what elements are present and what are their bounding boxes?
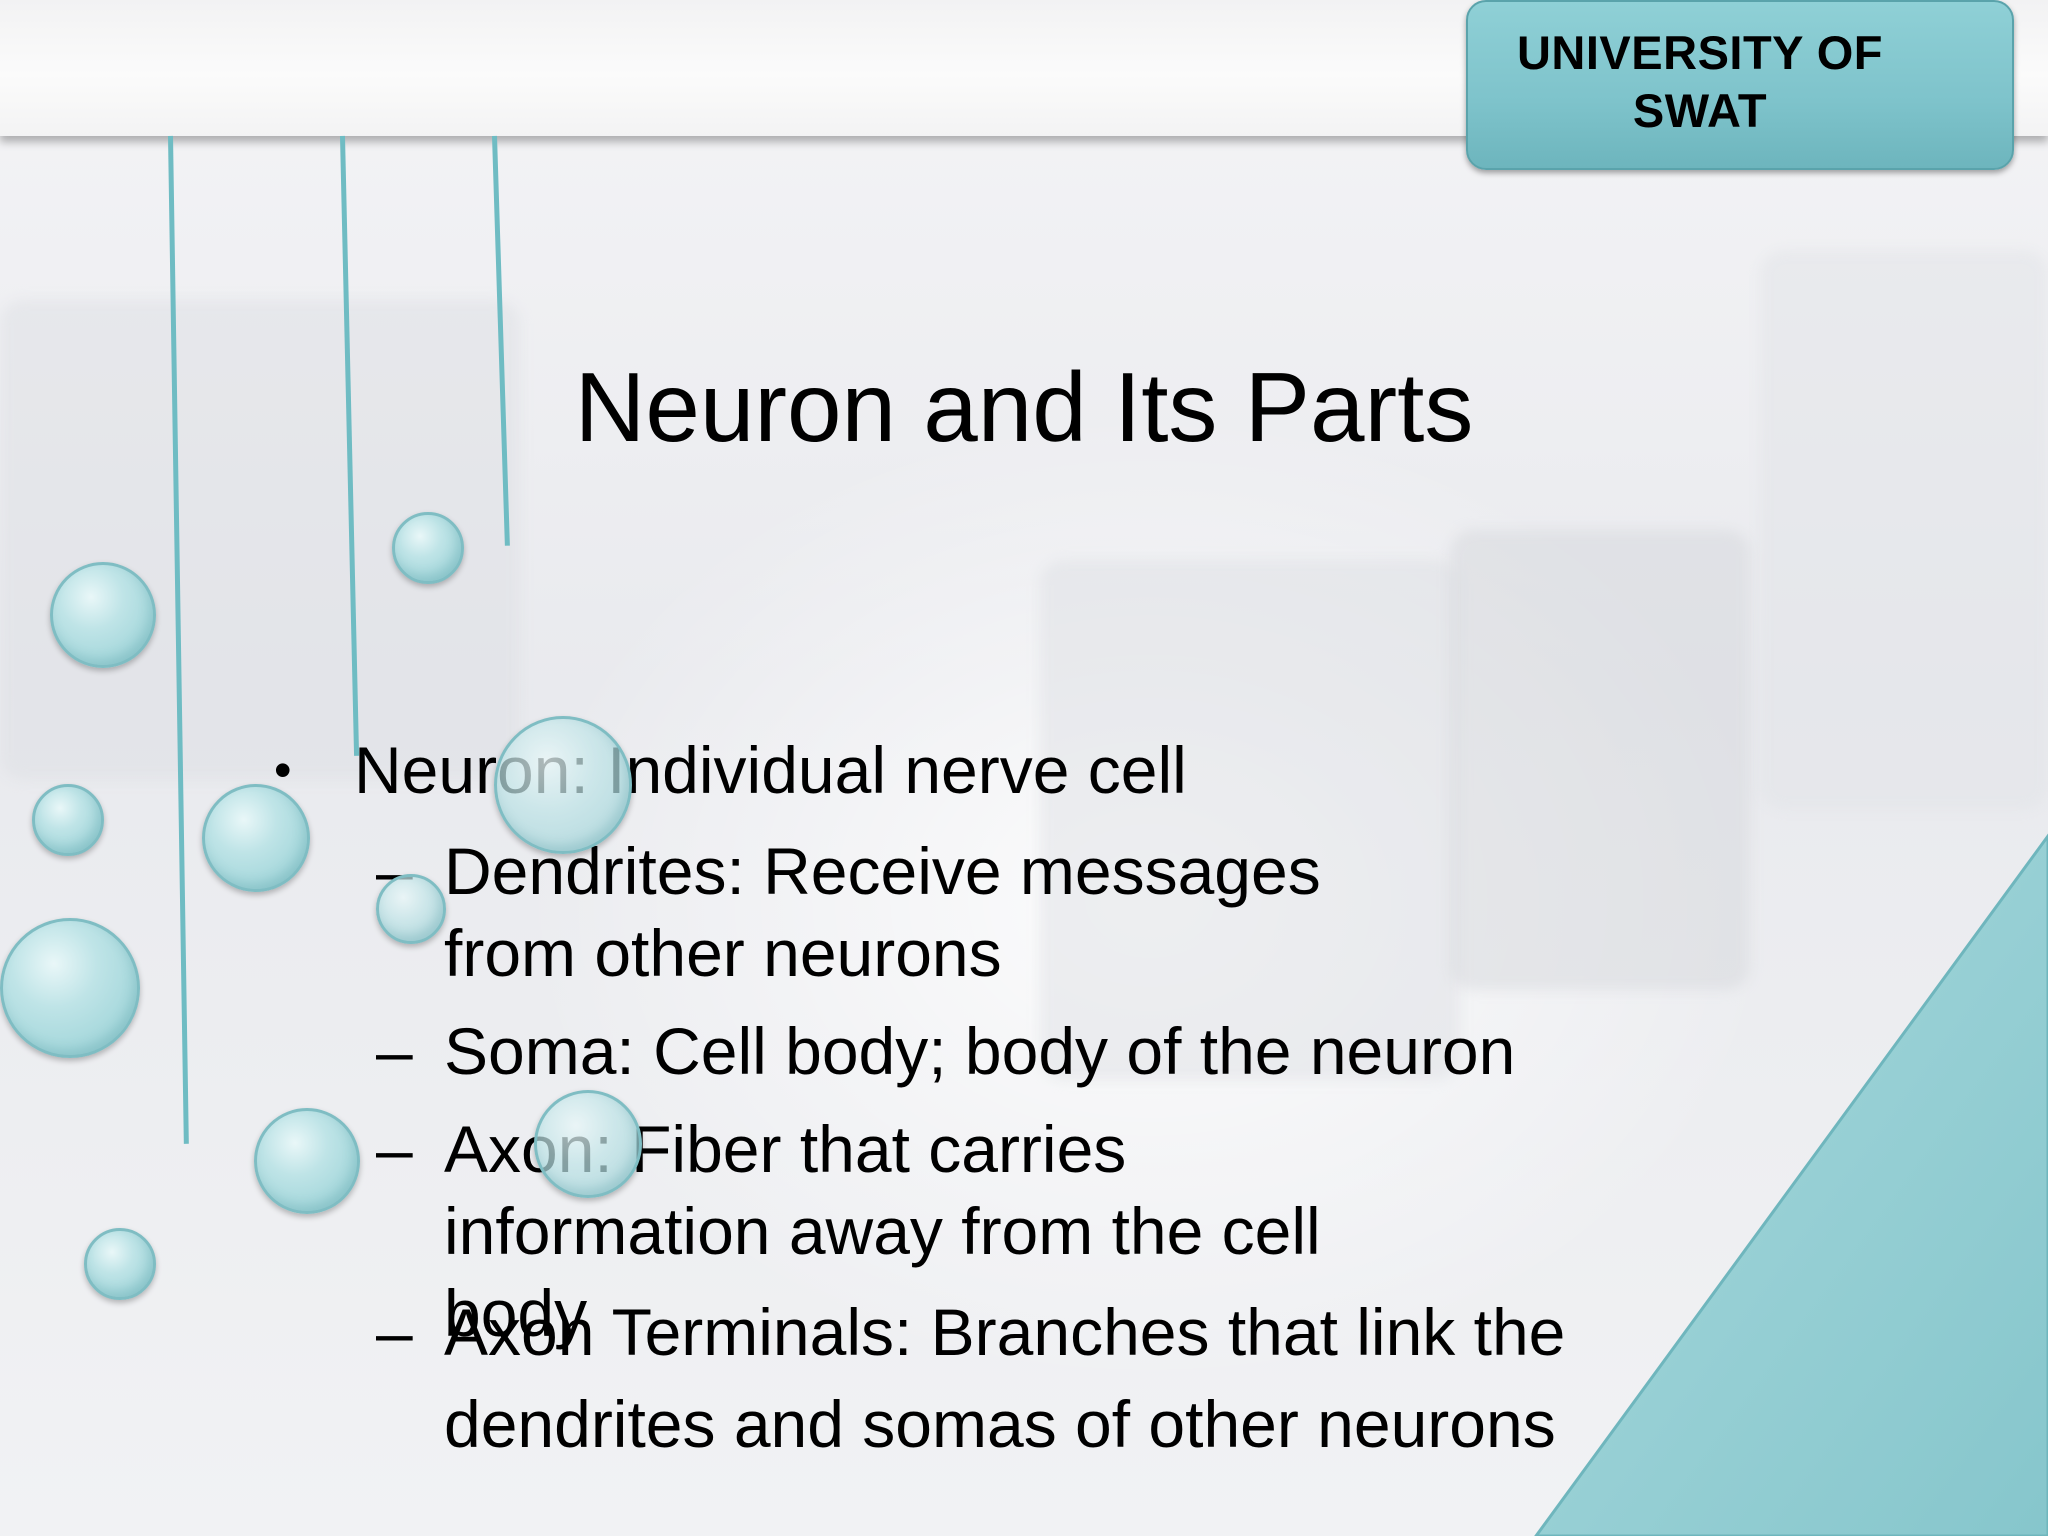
decorative-bubble — [32, 784, 104, 856]
decorative-bubble — [494, 716, 632, 854]
decorative-bubble — [50, 562, 156, 668]
slide-title: Neuron and Its Parts — [574, 352, 1474, 462]
decorative-bubble — [254, 1108, 360, 1214]
background-shape — [1760, 250, 2048, 810]
university-badge: UNIVERSITY OF SWAT — [1466, 0, 2014, 170]
decorative-bubble — [392, 512, 464, 584]
university-name: UNIVERSITY OF SWAT — [1516, 26, 1884, 137]
background-shape — [1040, 560, 1460, 1080]
decorative-bubble — [376, 874, 446, 944]
decorative-bubble — [202, 784, 310, 892]
decorative-bubble — [0, 918, 140, 1058]
background-shape — [1450, 530, 1750, 990]
decorative-bubble — [534, 1090, 642, 1198]
decorative-bubble — [84, 1228, 156, 1300]
